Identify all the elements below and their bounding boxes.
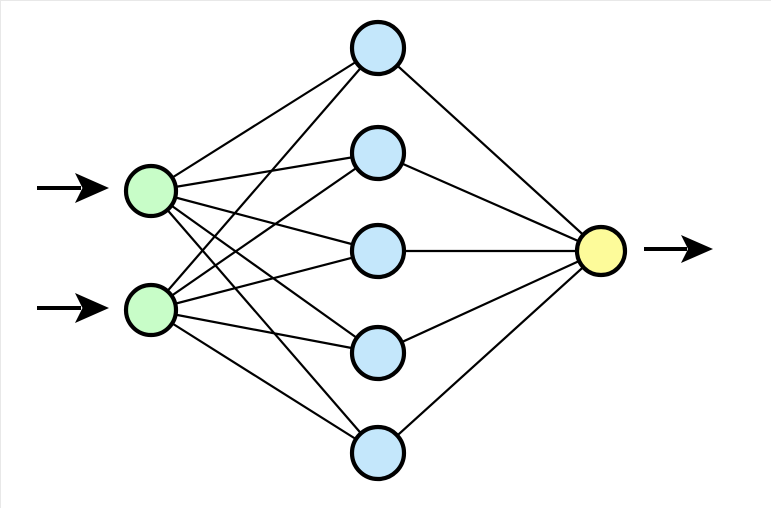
neuron-node-hid-4[interactable]: [349, 324, 407, 382]
connection-edge-in-1-to-hid-1: [150, 47, 379, 192]
connection-edge-hid-5-to-out-1: [377, 250, 602, 454]
input-arrow-top-head-icon: [75, 173, 109, 203]
connection-edge-in-2-to-hid-4: [150, 308, 379, 355]
connection-edge-hid-1-to-out-1: [377, 47, 602, 252]
output-arrow: [644, 235, 713, 263]
neuron-node-in-1[interactable]: [123, 163, 179, 219]
connection-edge-hid-4-to-out-1: [377, 249, 602, 355]
input-arrow-bottom: [37, 293, 109, 323]
input-arrow-top: [37, 173, 109, 203]
connection-edge-in-1-to-hid-4: [150, 190, 379, 354]
neuron-node-in-2[interactable]: [123, 282, 179, 338]
connection-edge-in-2-to-hid-5: [150, 309, 379, 454]
io-arrows-group: [37, 173, 713, 323]
neuron-node-hid-5[interactable]: [349, 424, 407, 482]
output-arrow-head-icon: [681, 235, 713, 263]
input-arrow-bottom-head-icon: [75, 293, 109, 323]
neuron-node-out-1[interactable]: [574, 224, 628, 278]
connection-edge-in-1-to-hid-5: [150, 190, 379, 454]
connection-edge-in-1-to-hid-3: [150, 189, 379, 253]
connection-edge-hid-2-to-out-1: [377, 151, 602, 253]
connection-edge-in-2-to-hid-3: [150, 249, 379, 312]
neuron-node-hid-1[interactable]: [349, 19, 407, 77]
connection-edges-group: [150, 47, 602, 454]
neuron-node-hid-3[interactable]: [349, 222, 407, 280]
connection-edge-in-2-to-hid-2: [150, 152, 379, 311]
neuron-nodes-group: [123, 19, 628, 482]
connection-edge-in-2-to-hid-1: [150, 47, 379, 311]
neuron-node-hid-2[interactable]: [349, 124, 407, 182]
connection-edge-in-1-to-hid-2: [150, 151, 379, 193]
